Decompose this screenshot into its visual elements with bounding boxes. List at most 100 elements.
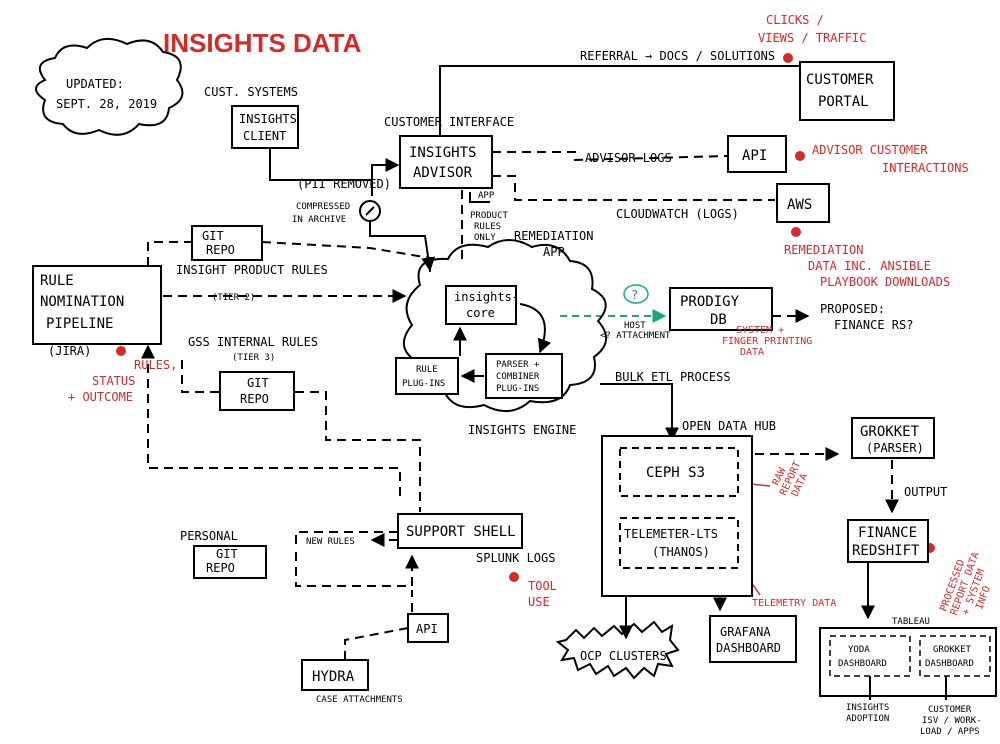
case-attachments-label: CASE ATTACHMENTS: [316, 695, 403, 705]
customer-portal-box: CUSTOMER PORTAL: [799, 61, 895, 121]
svg-text:INSIGHTS: INSIGHTS: [239, 112, 297, 126]
svg-text:PRODIGY: PRODIGY: [680, 294, 740, 310]
hydra-box: HYDRA: [301, 659, 369, 691]
system-fp-2: FINGER PRINTING: [722, 336, 812, 347]
svg-text:OCP CLUSTERS: OCP CLUSTERS: [580, 649, 667, 663]
svg-text:NOMINATION: NOMINATION: [40, 294, 124, 310]
svg-text:HYDRA: HYDRA: [312, 669, 355, 685]
diagram-title: INSIGHTS DATA: [163, 28, 362, 58]
aws-box: AWS: [776, 183, 830, 223]
clicks-dot: [783, 53, 793, 63]
parser-combiner-box: PARSER + COMBINER PLUG-INS: [485, 353, 563, 399]
svg-text:REPO: REPO: [206, 243, 235, 257]
svg-text:API: API: [742, 148, 767, 164]
svg-text:REDSHIFT: REDSHIFT: [852, 543, 920, 559]
svg-text:PORTAL: PORTAL: [818, 94, 869, 110]
pipeline-to-gitrepo: [147, 241, 195, 266]
svg-text:GIT: GIT: [247, 376, 269, 390]
insights-client-box: INSIGHTS CLIENT: [231, 105, 299, 149]
archive-to-engine-arrow: [369, 222, 436, 272]
svg-text:PERSONAL: PERSONAL: [180, 529, 238, 543]
customer-isv-1: CUSTOMER: [928, 705, 972, 715]
rules-status-1: RULES,: [134, 358, 177, 372]
customer-isv-2: ISV / WORK-: [922, 716, 982, 726]
pii-label: (PII REMOVED): [297, 177, 391, 191]
prodigy-db-box: PRODIGY DB: [669, 287, 773, 331]
cloudwatch-connector: [492, 175, 775, 201]
remediation-data-1: REMEDIATION: [784, 243, 863, 257]
svg-text:core: core: [466, 306, 495, 320]
insight-product-rules-label: INSIGHT PRODUCT RULES: [176, 263, 328, 277]
svg-text:PLUG-INS: PLUG-INS: [496, 384, 539, 394]
api-bottom-box: API: [407, 613, 449, 643]
clicks-annotation-1: CLICKS /: [766, 13, 824, 27]
cust-systems-label: CUST. SYSTEMS: [204, 85, 298, 99]
svg-text:INSIGHTS: INSIGHTS: [409, 145, 476, 161]
svg-text:GROKKET: GROKKET: [933, 645, 972, 655]
product-rules-2: RULES: [474, 222, 501, 232]
svg-text:insights-: insights-: [454, 290, 519, 304]
tier3-label: (TIER 3): [232, 353, 275, 363]
updated-label: UPDATED:: [66, 77, 124, 91]
referral-label: REFERRAL → DOCS / SOLUTIONS: [580, 49, 775, 63]
advisor-interactions-2: INTERACTIONS: [882, 161, 969, 175]
git-repo-internal-box: GIT REPO: [219, 371, 295, 411]
grokket-parser-box: GROKKET (PARSER): [851, 417, 935, 459]
svg-text:(THANOS): (THANOS): [652, 545, 710, 559]
svg-text:GROKKET: GROKKET: [860, 424, 920, 440]
customer-isv-3: LOAD / APPS: [920, 727, 980, 737]
jira-label: (JIRA): [48, 344, 91, 358]
git-repo-top-box: GIT REPO: [191, 225, 263, 261]
svg-text:SUPPORT SHELL: SUPPORT SHELL: [406, 524, 516, 540]
ceph-s3-box: CEPH S3: [619, 447, 739, 497]
rules-status-2: STATUS: [92, 374, 135, 388]
app-label: APP: [478, 191, 495, 201]
tool-use-2: USE: [528, 595, 550, 609]
proposed-label-1: PROPOSED:: [820, 302, 885, 316]
compressed-label-2: IN ARCHIVE: [292, 215, 346, 225]
svg-text:GIT: GIT: [202, 229, 224, 243]
insights-core-box: insights- core: [445, 285, 519, 325]
svg-text:DASHBOARD: DASHBOARD: [838, 659, 887, 669]
svg-text:TELEMETER-LTS: TELEMETER-LTS: [624, 527, 718, 541]
compress-icon: [359, 200, 381, 222]
insights-adoption-2: ADOPTION: [846, 714, 889, 724]
new-rules-label: NEW RULES: [306, 537, 355, 547]
to-advisor-arrow: [371, 158, 400, 196]
yoda-dashboard-box: YODA DASHBOARD: [829, 635, 911, 677]
host-label-1: HOST: [624, 321, 646, 331]
gss-internal-rules-label: GSS INTERNAL RULES: [188, 335, 318, 349]
insights-engine-label: INSIGHTS ENGINE: [468, 423, 576, 437]
proposed-label-2: FINANCE RS?: [834, 318, 913, 332]
svg-text:PIPELINE: PIPELINE: [46, 316, 113, 332]
tool-use-1: TOOL: [528, 579, 557, 593]
customer-interface-label: CUSTOMER INTERFACE: [384, 115, 514, 129]
support-shell-box: SUPPORT SHELL: [397, 513, 523, 549]
svg-text:CEPH S3: CEPH S3: [646, 465, 705, 481]
svg-text:API: API: [416, 622, 438, 636]
svg-text:REPO: REPO: [206, 561, 235, 575]
advisor-logs-connector: [492, 151, 729, 162]
svg-text:GIT: GIT: [216, 547, 238, 561]
telemeter-lts-box: TELEMETER-LTS (THANOS): [619, 517, 739, 569]
rule-nomination-pipeline-box: RULE NOMINATION PIPELINE: [32, 265, 162, 345]
compressed-label-1: COMPRESSED: [296, 202, 350, 212]
svg-text:(PARSER): (PARSER): [866, 441, 924, 455]
svg-text:DASHBOARD: DASHBOARD: [925, 659, 974, 669]
rules-status-3: + OUTCOME: [68, 390, 133, 404]
advisor-logs-label: ADVISOR LOGS: [585, 151, 672, 165]
question-bubble: [623, 284, 649, 304]
internal-repo-to-shell: [295, 391, 421, 512]
remediation-data-2: DATA INC. ANSIBLE: [808, 259, 931, 273]
advisor-interactions-1: ADVISOR CUSTOMER: [812, 143, 928, 157]
grafana-dashboard-box: GRAFANA DASHBOARD: [709, 615, 797, 663]
product-rules-1: PRODUCT: [470, 211, 509, 221]
pipeline-to-internal-repo: [181, 360, 220, 393]
raw-report-annotation: RAW REPORT DATA: [771, 460, 810, 498]
tableau-label: TABLEAU: [892, 617, 930, 627]
updated-date: SEPT. 28, 2019: [56, 97, 157, 111]
telemetry-data-annotation: TELEMETRY DATA: [752, 598, 836, 609]
updated-cloud: UPDATED: SEPT. 28, 2019: [35, 37, 184, 136]
api-to-hydra: [344, 627, 409, 660]
bulk-etl-arrow: [600, 383, 679, 442]
